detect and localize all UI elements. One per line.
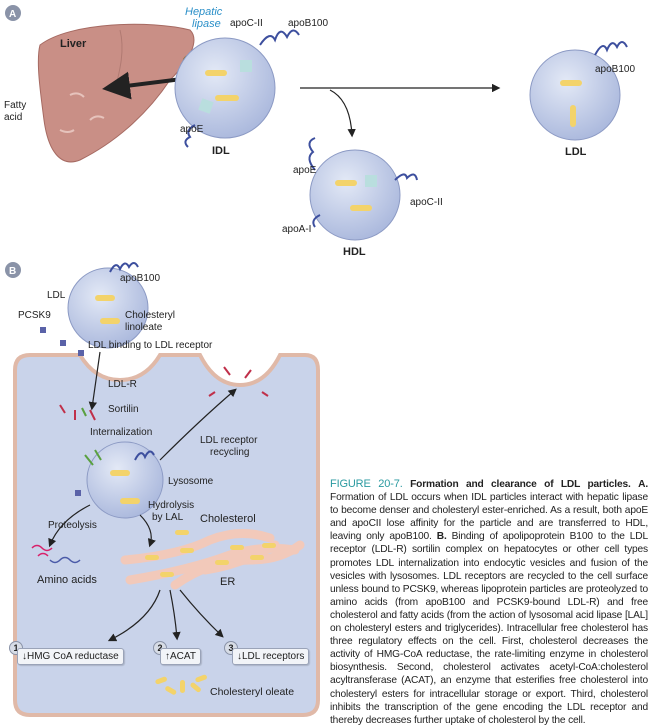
pcsk9-label: PCSK9 — [18, 310, 51, 321]
effect-3-box: ↓LDL receptors — [232, 648, 310, 665]
er-label: ER — [220, 576, 235, 588]
sortilin-icon — [81, 407, 87, 417]
caption-b-label: B. — [436, 531, 447, 543]
hdl-apoc2-label: apoC-II — [410, 197, 443, 208]
apob100-strand — [259, 29, 300, 46]
caption-a-label: A. — [638, 479, 649, 490]
proteolysis-label: Proteolysis — [48, 520, 97, 531]
ldlr-label: LDL-R — [108, 379, 137, 390]
binding-label: LDL binding to LDL receptor — [88, 340, 213, 351]
endoplasmic-reticulum — [120, 529, 305, 590]
hdl-apoe-label: apoE — [293, 165, 317, 176]
ldl-label: LDL — [565, 146, 587, 158]
pcsk9-icon — [40, 327, 46, 333]
lysosome — [75, 441, 164, 519]
caption-b-text: Binding of apolipoprotein B100 to the LD… — [330, 531, 648, 726]
cholesteryl-oleate-icon — [155, 674, 207, 695]
amino-acids-icon — [31, 544, 53, 557]
cholesteryl-linoleate-label-2: linoleate — [125, 322, 163, 333]
fatty-acid-label-2: acid — [4, 112, 22, 123]
idl-apob100-label: apoB100 — [288, 18, 328, 29]
recycling-label-2: recycling — [210, 447, 249, 458]
panel-b: B apoB100 LDL Cholesteryl linoleate PCSK… — [5, 262, 320, 717]
idl-particle — [174, 29, 300, 148]
figure-title: Formation and clearance of LDL particles… — [410, 479, 631, 490]
figure-number: FIGURE 20-7. — [330, 478, 403, 490]
liver-label: Liver — [60, 38, 87, 50]
hdl-particle — [308, 137, 418, 241]
apob100-label-b: apoB100 — [120, 273, 160, 284]
hdl-label: HDL — [343, 246, 366, 258]
hydrolysis-label-1: Hydrolysis — [148, 500, 194, 511]
hdl-apoa1-label: apoA-I — [282, 224, 311, 235]
amino-acids-label: Amino acids — [37, 574, 97, 586]
cholesteryl-oleate-label: Cholesteryl oleate — [210, 686, 294, 698]
lysosome-label: Lysosome — [168, 476, 214, 487]
hydrolysis-label-2: by LAL — [152, 512, 184, 523]
idl-apoe-label: apoE — [180, 124, 204, 135]
effect-2-box: ↑ACAT — [160, 648, 201, 665]
panel-a: A Liver Fatty acid Hepatic lipase apoC-I… — [4, 5, 635, 258]
panel-b-label: B — [9, 266, 16, 277]
internalization-label: Internalization — [90, 427, 152, 438]
figure-caption: FIGURE 20-7. Formation and clearance of … — [330, 478, 648, 727]
cell — [13, 353, 320, 717]
panel-a-label: A — [9, 9, 16, 20]
hepatic-lipase-label-2: lipase — [192, 18, 221, 30]
fatty-acid-label-1: Fatty — [4, 100, 26, 111]
idl-apoc2-label: apoC-II — [230, 18, 263, 29]
ldl-apob100-label: apoB100 — [595, 64, 635, 75]
cholesterol-label: Cholesterol — [200, 513, 256, 525]
recycling-label-1: LDL receptor — [200, 435, 258, 446]
idl-label: IDL — [212, 145, 230, 157]
effect-1-box: ↓HMG CoA reductase — [17, 648, 124, 665]
idl-to-hdl-arrow — [329, 89, 356, 138]
sortilin-label: Sortilin — [108, 404, 139, 415]
cholesteryl-linoleate-label-1: Cholesteryl — [125, 310, 175, 321]
ldl-receptor-icon — [59, 404, 96, 421]
ldl-particle — [529, 41, 628, 141]
hepatic-lipase-label-1: Hepatic — [185, 6, 223, 18]
ldl-label-b: LDL — [47, 290, 66, 301]
ldl-particle-b — [67, 262, 149, 349]
panel-a-badge — [5, 5, 21, 21]
caption-a-text: Formation of LDL occurs when IDL particl… — [330, 492, 648, 543]
